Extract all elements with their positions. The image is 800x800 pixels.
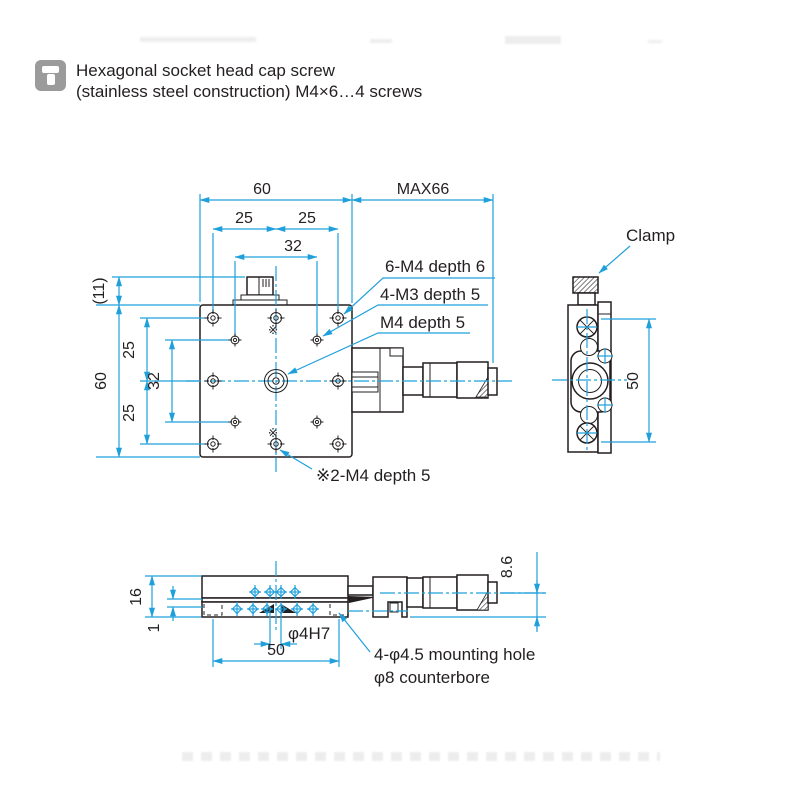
header-note: Hexagonal socket head cap screw (stainle…: [35, 60, 422, 102]
reference-mark-top: ※: [268, 323, 278, 337]
clamp-screw: [572, 276, 599, 306]
dim-knob-height: (11): [91, 277, 108, 304]
micrometer-front: [347, 574, 498, 618]
header-text: Hexagonal socket head cap screw (stainle…: [76, 60, 422, 102]
label-m3: 4-M3 depth 5: [380, 285, 480, 304]
cropped-text-artifact: [648, 40, 662, 43]
label-clamp: Clamp: [626, 226, 675, 245]
dim-axis-height: 8.6: [499, 556, 516, 578]
leader-m4-ref: [279, 449, 313, 470]
dim-height-left: 60: [93, 372, 110, 390]
clamp-plate: [570, 338, 611, 424]
dim-pitch-left: 25: [235, 210, 253, 227]
dim-side-mount-pitch: 50: [625, 372, 642, 390]
bottom-view-dimensions: 16 1 8.6 φ4H7: [128, 552, 546, 667]
dim-pin-hole: φ4H7: [288, 624, 330, 643]
leader-m3: [322, 304, 488, 337]
dim-m3-pitch-h: 32: [284, 238, 302, 255]
label-counterbore: φ8 counterbore: [374, 668, 490, 687]
dim-mount-pitch: 50: [267, 642, 285, 659]
cropped-text-artifact: [505, 36, 561, 44]
label-mount-hole: 4-φ4.5 mounting hole: [374, 645, 535, 664]
header-line2: (stainless steel construction) M4×6…4 sc…: [76, 82, 423, 101]
dovetail-mark-right: [281, 604, 296, 613]
side-view: 50 Clamp: [552, 226, 675, 454]
clamp-knob: [232, 276, 288, 306]
cropped-footer-text: [182, 752, 660, 761]
center-m4-hole: [264, 369, 288, 393]
leader-m4-corner: [343, 277, 495, 315]
top-view: 60 MAX66 25 25 32 (11) 60 25 32 25: [91, 181, 512, 485]
dim-total-height: 16: [128, 588, 145, 606]
dim-pitch-bottom: 25: [121, 404, 138, 422]
counterbore-right: [329, 601, 349, 616]
leader-mounting-hole: [338, 612, 371, 653]
label-m4-ref: ※2-M4 depth 5: [316, 466, 430, 485]
leader-clamp: [598, 245, 631, 274]
reference-mark-bottom: ※: [268, 426, 278, 440]
dim-base-gap: 1: [146, 623, 163, 632]
socket-head-screw-icon: [35, 60, 66, 91]
dim-m3-pitch-v: 32: [146, 372, 163, 390]
cropped-text-artifact: [370, 39, 392, 43]
dim-travel: MAX66: [397, 181, 450, 198]
leader-m4-center: [287, 332, 470, 375]
dim-pitch-right: 25: [298, 210, 316, 227]
front-top-plate: [201, 575, 349, 599]
cropped-text-artifact: [140, 37, 256, 42]
micrometer-plan: [351, 347, 498, 413]
dim-pitch-top: 25: [121, 341, 138, 359]
bottom-view: 16 1 8.6 φ4H7: [128, 552, 546, 687]
dim-width-top: 60: [253, 181, 271, 198]
label-m4-center: M4 depth 5: [380, 313, 465, 332]
plate-holes: [204, 309, 347, 453]
side-view-dimensions: 50: [552, 245, 656, 450]
counterbore-left: [203, 601, 223, 616]
header-line1: Hexagonal socket head cap screw: [76, 61, 335, 80]
label-m4-corner: 6-M4 depth 6: [385, 257, 485, 276]
